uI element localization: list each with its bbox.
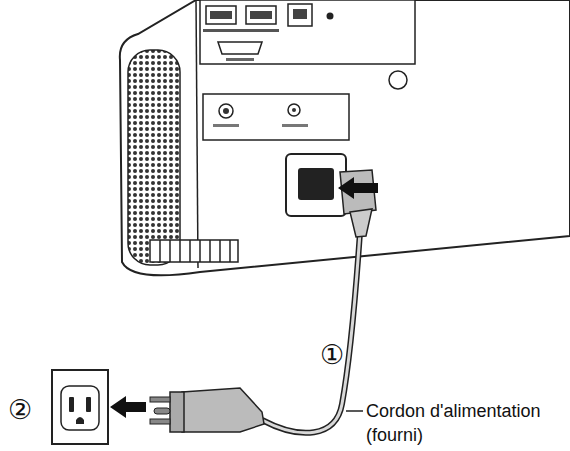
outlet-face: [61, 386, 99, 430]
port-marking: [213, 124, 239, 127]
projector-body: [120, 0, 570, 275]
hdmi-port-inner: [210, 11, 232, 19]
vent-grille: [128, 50, 180, 265]
outlet-slot: [86, 397, 91, 412]
outlet-slot: [69, 397, 74, 412]
trigger-jack-inner: [292, 108, 296, 112]
ac-inlet-socket: [298, 168, 334, 200]
foot-ribs: [160, 240, 230, 262]
cord-outline: [262, 232, 360, 433]
port-marking: [203, 29, 279, 32]
adjustable-foot: [150, 240, 238, 262]
panel-edge: [196, 0, 198, 268]
strain-relief: [350, 209, 372, 237]
sensor-button: [389, 71, 407, 89]
trigger-hole: [327, 13, 334, 20]
plug-prong: [150, 397, 170, 402]
ground-pin: [154, 408, 170, 414]
lan-port-inner: [293, 9, 307, 19]
leader-line: [346, 410, 363, 412]
power-cord: [262, 232, 360, 433]
connector-panel: [200, 0, 415, 64]
wall-plug: [182, 388, 264, 432]
plug-prong: [150, 419, 170, 424]
sync-jack: [219, 104, 233, 118]
outlet-ground: [76, 417, 84, 424]
insert-arrow: [338, 177, 378, 199]
callout-number: ①: [320, 341, 344, 368]
trigger-jack: [288, 104, 300, 116]
callout-number: ②: [8, 396, 32, 423]
hdmi-port: [206, 6, 236, 24]
ac-inlet: [286, 154, 346, 216]
part-label: Cordon d'alimentation (fourni): [366, 399, 566, 447]
port-marking: [282, 124, 308, 127]
hdmi-port: [246, 6, 276, 24]
port-marking: [226, 58, 254, 61]
wall-outlet: [52, 370, 108, 444]
sync-jack-inner: [223, 108, 229, 114]
insert-arrow: [110, 396, 146, 418]
serial-port: [218, 42, 262, 54]
lower-panel: [203, 94, 349, 140]
plug-face: [170, 392, 184, 432]
hdmi-port-inner: [250, 11, 272, 19]
lan-port: [288, 4, 312, 26]
